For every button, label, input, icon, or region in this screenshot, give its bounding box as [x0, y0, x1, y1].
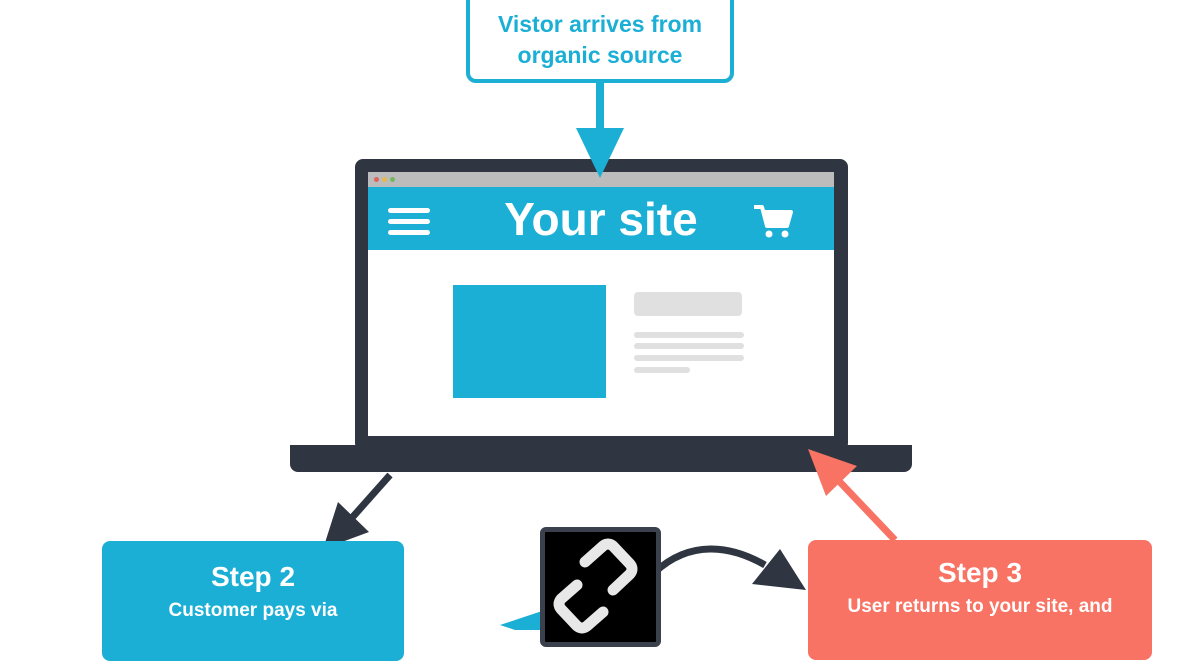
text-line-placeholder — [634, 367, 690, 373]
step-3-title: Step 3 — [937, 557, 1023, 588]
window-close-dot-icon — [374, 177, 379, 182]
entry-text-line2: organic source — [517, 41, 683, 68]
arrow-to-step2-icon — [323, 472, 393, 549]
laptop-screen: Your site — [368, 172, 834, 436]
site-title: Your site — [504, 193, 698, 245]
window-minimize-dot-icon — [382, 177, 387, 182]
text-line-placeholder — [634, 355, 744, 361]
browser-toolbar — [368, 172, 834, 187]
hamburger-menu-icon — [388, 208, 430, 236]
step-2-title: Step 2 — [210, 561, 296, 592]
step-2-box: Step 2 Customer pays via — [102, 541, 404, 661]
arrow-down-icon — [576, 82, 624, 178]
arrow-to-laptop-icon — [808, 449, 898, 543]
shopping-cart-icon — [754, 205, 793, 238]
step-3-description: User returns to your site, and — [847, 596, 1113, 617]
entry-source-box: Vistor arrives from organic source — [466, 0, 734, 83]
entry-text-line1: Vistor arrives from — [497, 10, 703, 37]
text-line-placeholder — [634, 343, 744, 349]
step-2-description: Customer pays via — [168, 600, 338, 621]
flow-arrows — [323, 82, 898, 630]
payment-link-box — [540, 527, 661, 647]
window-maximize-dot-icon — [390, 177, 395, 182]
step-3-box: Step 3 User returns to your site, and — [808, 540, 1152, 660]
text-line-placeholder — [634, 332, 744, 338]
heading-placeholder — [634, 292, 742, 316]
hero-image-placeholder — [453, 285, 606, 398]
site-header: Your site — [368, 187, 834, 250]
arrow-to-step3-icon — [652, 545, 806, 590]
link-chain-icon — [553, 538, 638, 634]
